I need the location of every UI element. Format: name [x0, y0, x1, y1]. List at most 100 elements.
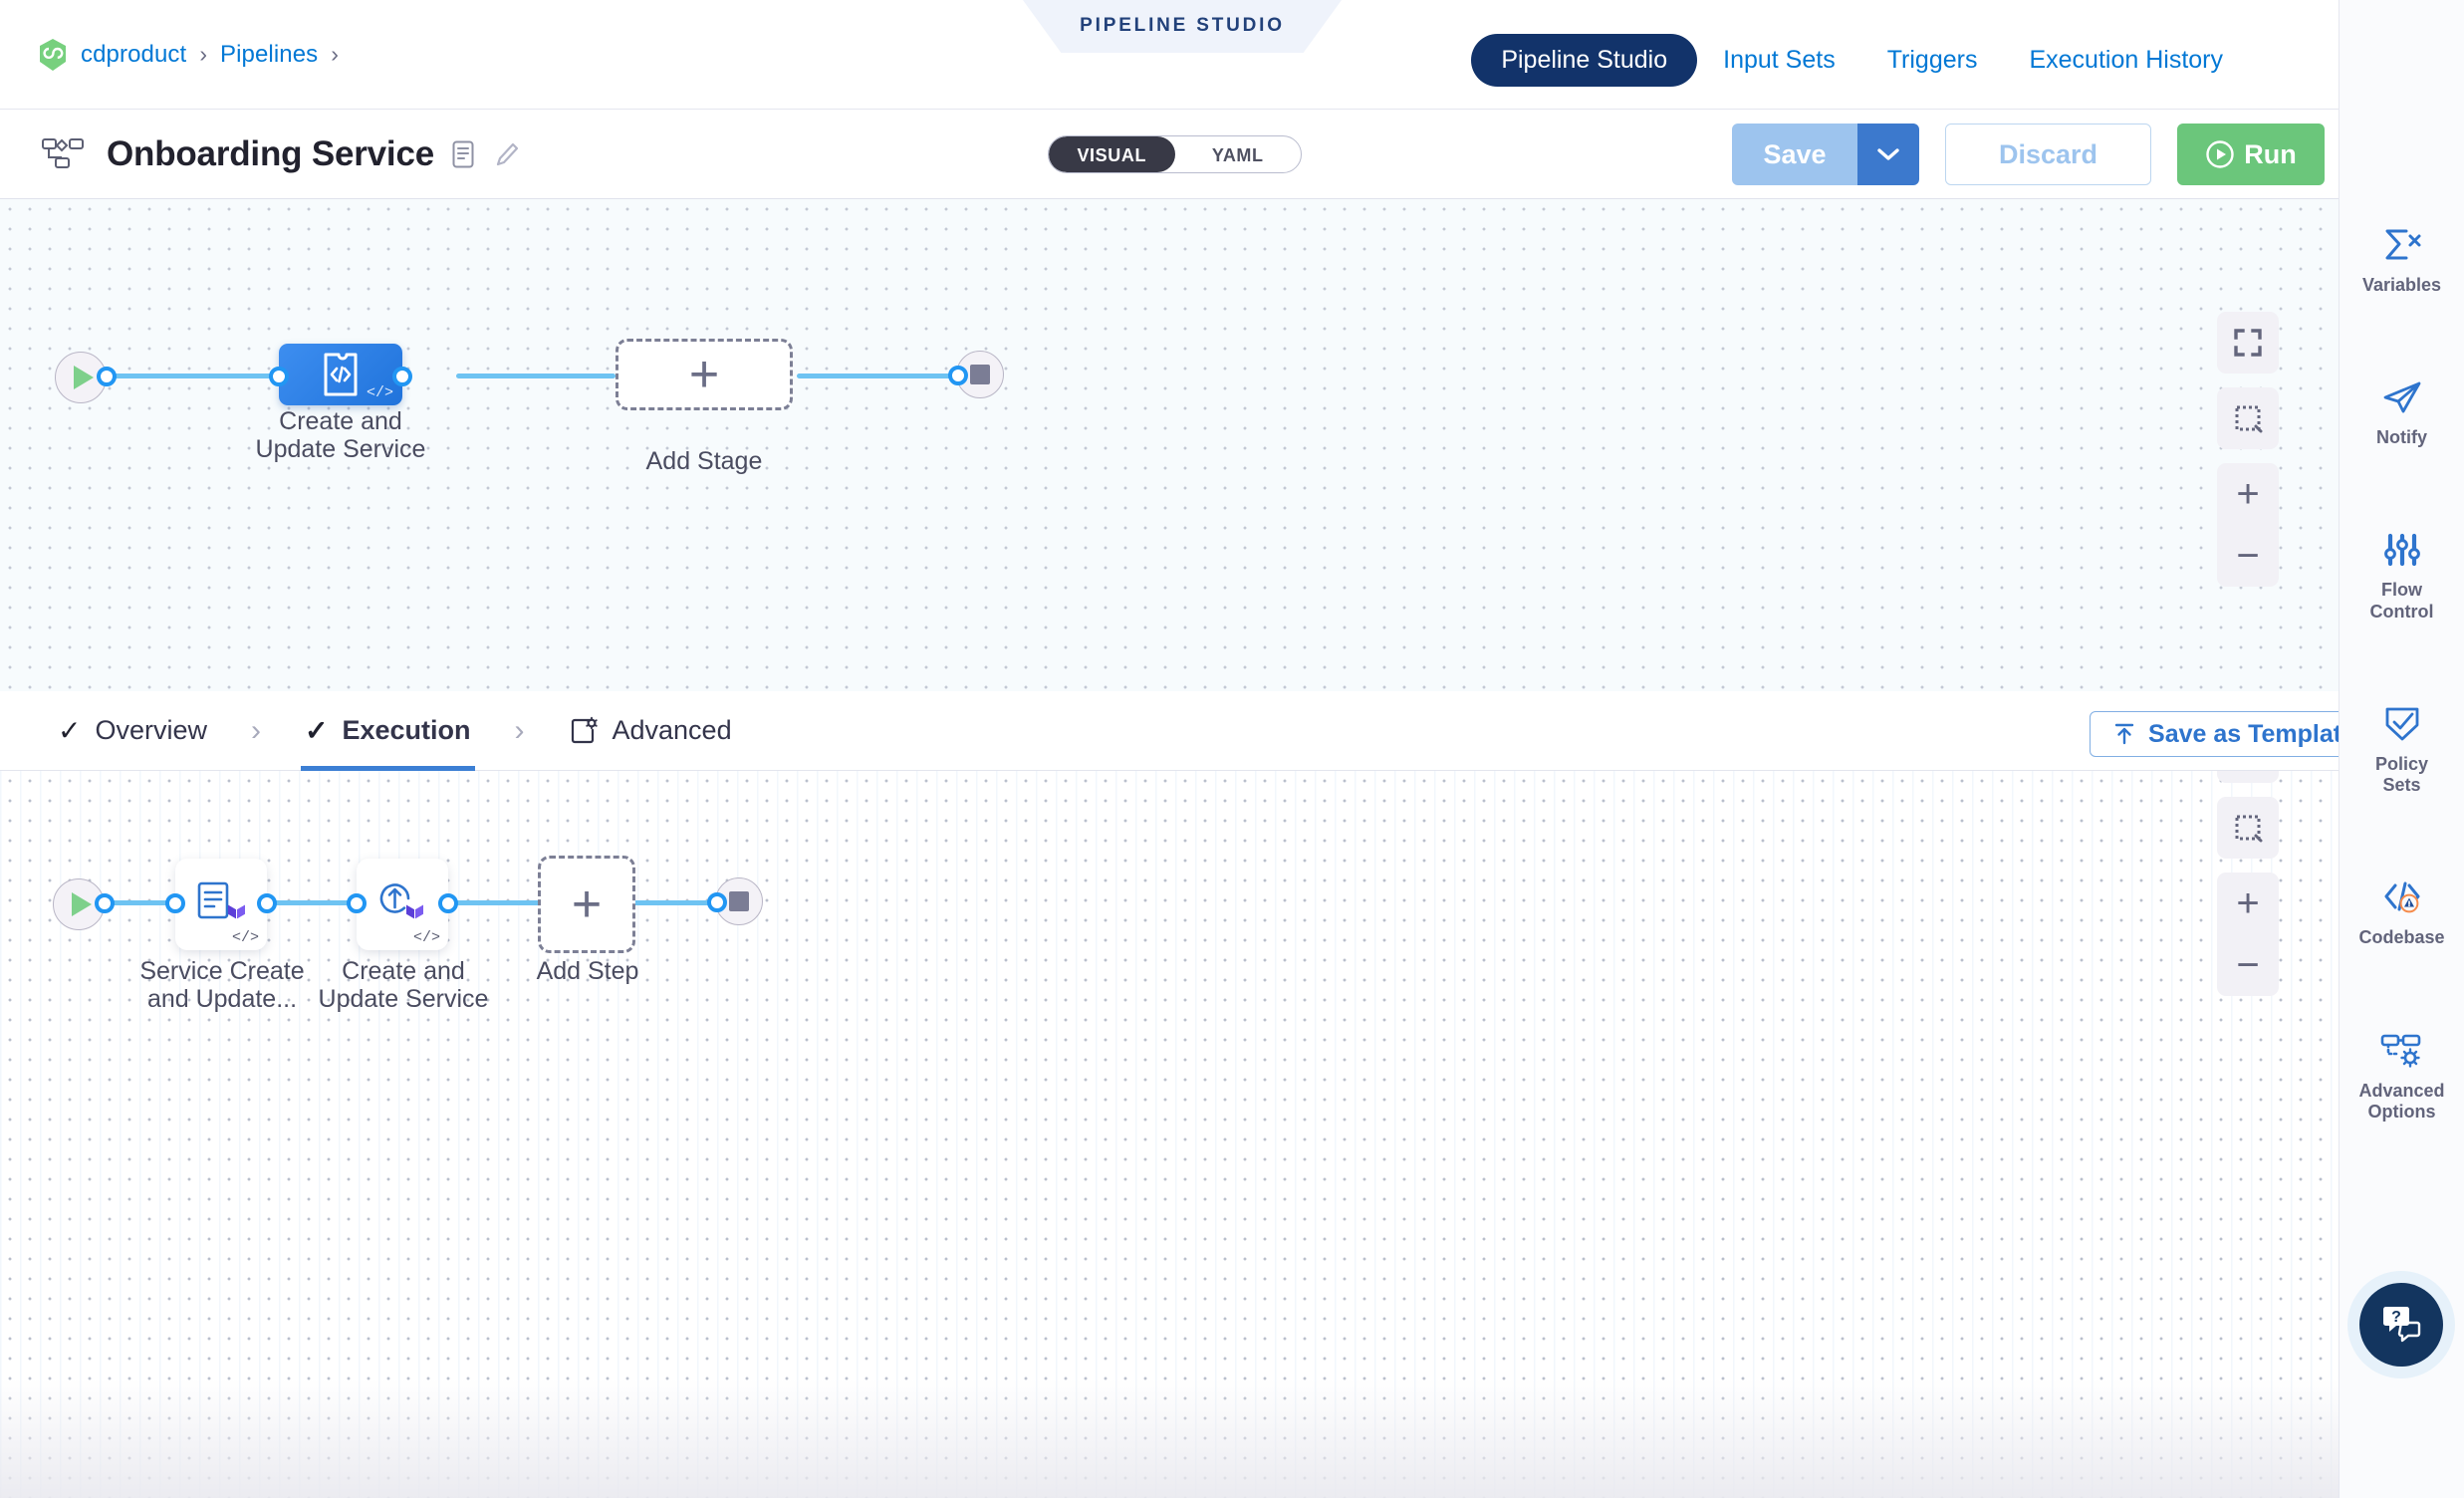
stage-node-create-and-update-service[interactable]: </>: [279, 344, 402, 405]
description-icon[interactable]: [452, 140, 474, 168]
connector-dot: [707, 892, 727, 912]
stop-icon: [729, 891, 749, 911]
sidebar-item-policy-sets-label: Policy Sets: [2374, 753, 2429, 796]
edge-stage-to-addstage: [456, 374, 616, 378]
harness-logo-icon: [38, 38, 68, 72]
top-breadcrumb-bar: cdproduct › Pipelines › PIPELINE STUDIO …: [0, 0, 2339, 110]
pipeline-studio-banner: PIPELINE STUDIO: [1023, 0, 1342, 53]
connector-dot: [97, 367, 117, 386]
zoom-out-icon[interactable]: −: [2236, 943, 2260, 987]
sidebar-item-codebase[interactable]: Codebase: [2340, 860, 2464, 966]
connector-dot: [165, 893, 185, 913]
sidebar-item-notify-label: Notify: [2376, 427, 2427, 448]
pipeline-graph-icon: [42, 137, 84, 171]
connector-dot: [948, 366, 968, 385]
stage-config-tabs: ✓ Overview › ✓ Execution › Advanced: [0, 691, 2339, 771]
toggle-yaml[interactable]: YAML: [1211, 145, 1264, 165]
tab-overview[interactable]: ✓ Overview: [20, 691, 245, 771]
variables-sigma-icon: [2381, 225, 2423, 265]
page-title: Onboarding Service: [107, 133, 434, 173]
connector-dot: [347, 893, 367, 913]
zoom-controls: + −: [2217, 873, 2279, 996]
tab-pipeline-studio[interactable]: Pipeline Studio: [1471, 34, 1698, 87]
step-node-create-and-update-service[interactable]: </>: [357, 859, 448, 950]
connector-dot: [438, 893, 458, 913]
play-circle-icon: [2205, 139, 2235, 169]
run-button[interactable]: Run: [2177, 124, 2325, 185]
pencil-icon[interactable]: [494, 140, 519, 168]
advanced-options-icon: [2379, 1031, 2425, 1071]
codebase-icon: [2380, 877, 2424, 917]
toggle-visual[interactable]: VISUAL: [1049, 136, 1175, 172]
fullscreen-icon[interactable]: [2217, 771, 2279, 783]
tab-separator: ›: [514, 713, 525, 747]
sidebar-item-flow-control[interactable]: Flow Control: [2340, 512, 2464, 639]
connector-dot: [269, 367, 289, 386]
edge-addstep-to-end: [617, 900, 735, 905]
sidebar-item-advanced-options[interactable]: Advanced Options: [2340, 1013, 2464, 1140]
connector-dot: [95, 893, 115, 913]
connector-dot: [257, 893, 277, 913]
add-step-node[interactable]: +: [538, 856, 635, 953]
upload-template-icon: [2112, 722, 2136, 746]
fullscreen-icon[interactable]: [2217, 312, 2279, 374]
tab-input-sets[interactable]: Input Sets: [1723, 46, 1836, 74]
zoom-controls: + −: [2217, 463, 2279, 587]
tab-separator: ›: [251, 713, 261, 747]
execution-canvas[interactable]: </> Service Create and Update... </> Cre…: [0, 771, 2339, 1498]
stage-node-label: Create and Update Service: [255, 407, 426, 463]
sidebar-item-variables-label: Variables: [2361, 275, 2442, 295]
chevron-down-icon[interactable]: [1857, 124, 1919, 185]
check-icon: ✓: [58, 715, 82, 746]
zoom-in-icon[interactable]: +: [2236, 881, 2260, 925]
save-as-template-label: Save as Template: [2148, 719, 2355, 748]
paper-plane-icon: [2381, 377, 2423, 417]
sliders-icon: [2382, 530, 2422, 570]
step-node-label: Create and Update Service: [318, 957, 489, 1013]
stage-canvas[interactable]: </> Create and Update Service + Add Stag…: [0, 199, 2339, 691]
zoom-in-icon[interactable]: +: [2236, 472, 2260, 516]
advanced-gear-icon: [569, 716, 599, 746]
select-area-icon[interactable]: [2217, 387, 2279, 449]
breadcrumb-item-pipelines[interactable]: Pipelines: [219, 40, 319, 68]
tab-triggers[interactable]: Triggers: [1886, 46, 1978, 74]
edge-start-to-step1: [88, 900, 192, 905]
check-icon: ✓: [305, 715, 329, 746]
edge-addstage-to-end: [797, 374, 971, 378]
tab-execution-history[interactable]: Execution History: [2029, 46, 2223, 74]
tab-execution[interactable]: ✓ Execution: [267, 691, 509, 771]
breadcrumb: cdproduct › Pipelines ›: [0, 38, 339, 72]
save-button[interactable]: Save: [1732, 124, 1857, 185]
shield-check-icon: [2382, 704, 2422, 744]
svg-text:?: ?: [2391, 1309, 2401, 1326]
breadcrumb-separator: ›: [199, 41, 207, 67]
step-node-service-create-and-update[interactable]: </>: [175, 859, 267, 950]
run-button-label: Run: [2244, 138, 2297, 169]
save-as-template-button[interactable]: Save as Template: [2090, 711, 2378, 757]
tab-advanced[interactable]: Advanced: [531, 691, 770, 771]
view-mode-toggle[interactable]: VISUAL YAML: [1048, 135, 1302, 173]
sidebar-item-notify[interactable]: Notify: [2340, 360, 2464, 466]
help-chat-icon: ?: [2379, 1303, 2423, 1348]
breadcrumb-item-project[interactable]: cdproduct: [81, 40, 187, 68]
tab-overview-label: Overview: [95, 715, 207, 745]
zoom-out-icon[interactable]: −: [2236, 534, 2260, 578]
main-nav-tabs: Pipeline Studio Input Sets Triggers Exec…: [1471, 34, 2249, 87]
template-badge: </>: [412, 929, 440, 946]
select-area-icon[interactable]: [2217, 797, 2279, 859]
edge-step1-to-step2: [264, 900, 373, 905]
sidebar-item-policy-sets[interactable]: Policy Sets: [2340, 686, 2464, 814]
help-chat-button[interactable]: ?: [2359, 1283, 2443, 1367]
discard-button[interactable]: Discard: [1945, 124, 2151, 185]
save-button-group: Save: [1732, 124, 1919, 185]
sidebar-item-variables[interactable]: Variables: [2340, 207, 2464, 314]
step-node-label: Service Create and Update...: [139, 957, 305, 1013]
add-step-label: Add Step: [536, 957, 639, 985]
sidebar-item-codebase-label: Codebase: [2358, 927, 2445, 948]
right-sidebar: Variables Notify Flow Control: [2339, 0, 2464, 1498]
sidebar-item-advanced-options-label: Advanced Options: [2358, 1080, 2445, 1122]
template-badge: </>: [366, 384, 393, 401]
header-actions: Save Discard Run: [1732, 124, 2380, 185]
add-stage-node[interactable]: +: [616, 339, 793, 410]
add-stage-label: Add Stage: [645, 447, 763, 475]
